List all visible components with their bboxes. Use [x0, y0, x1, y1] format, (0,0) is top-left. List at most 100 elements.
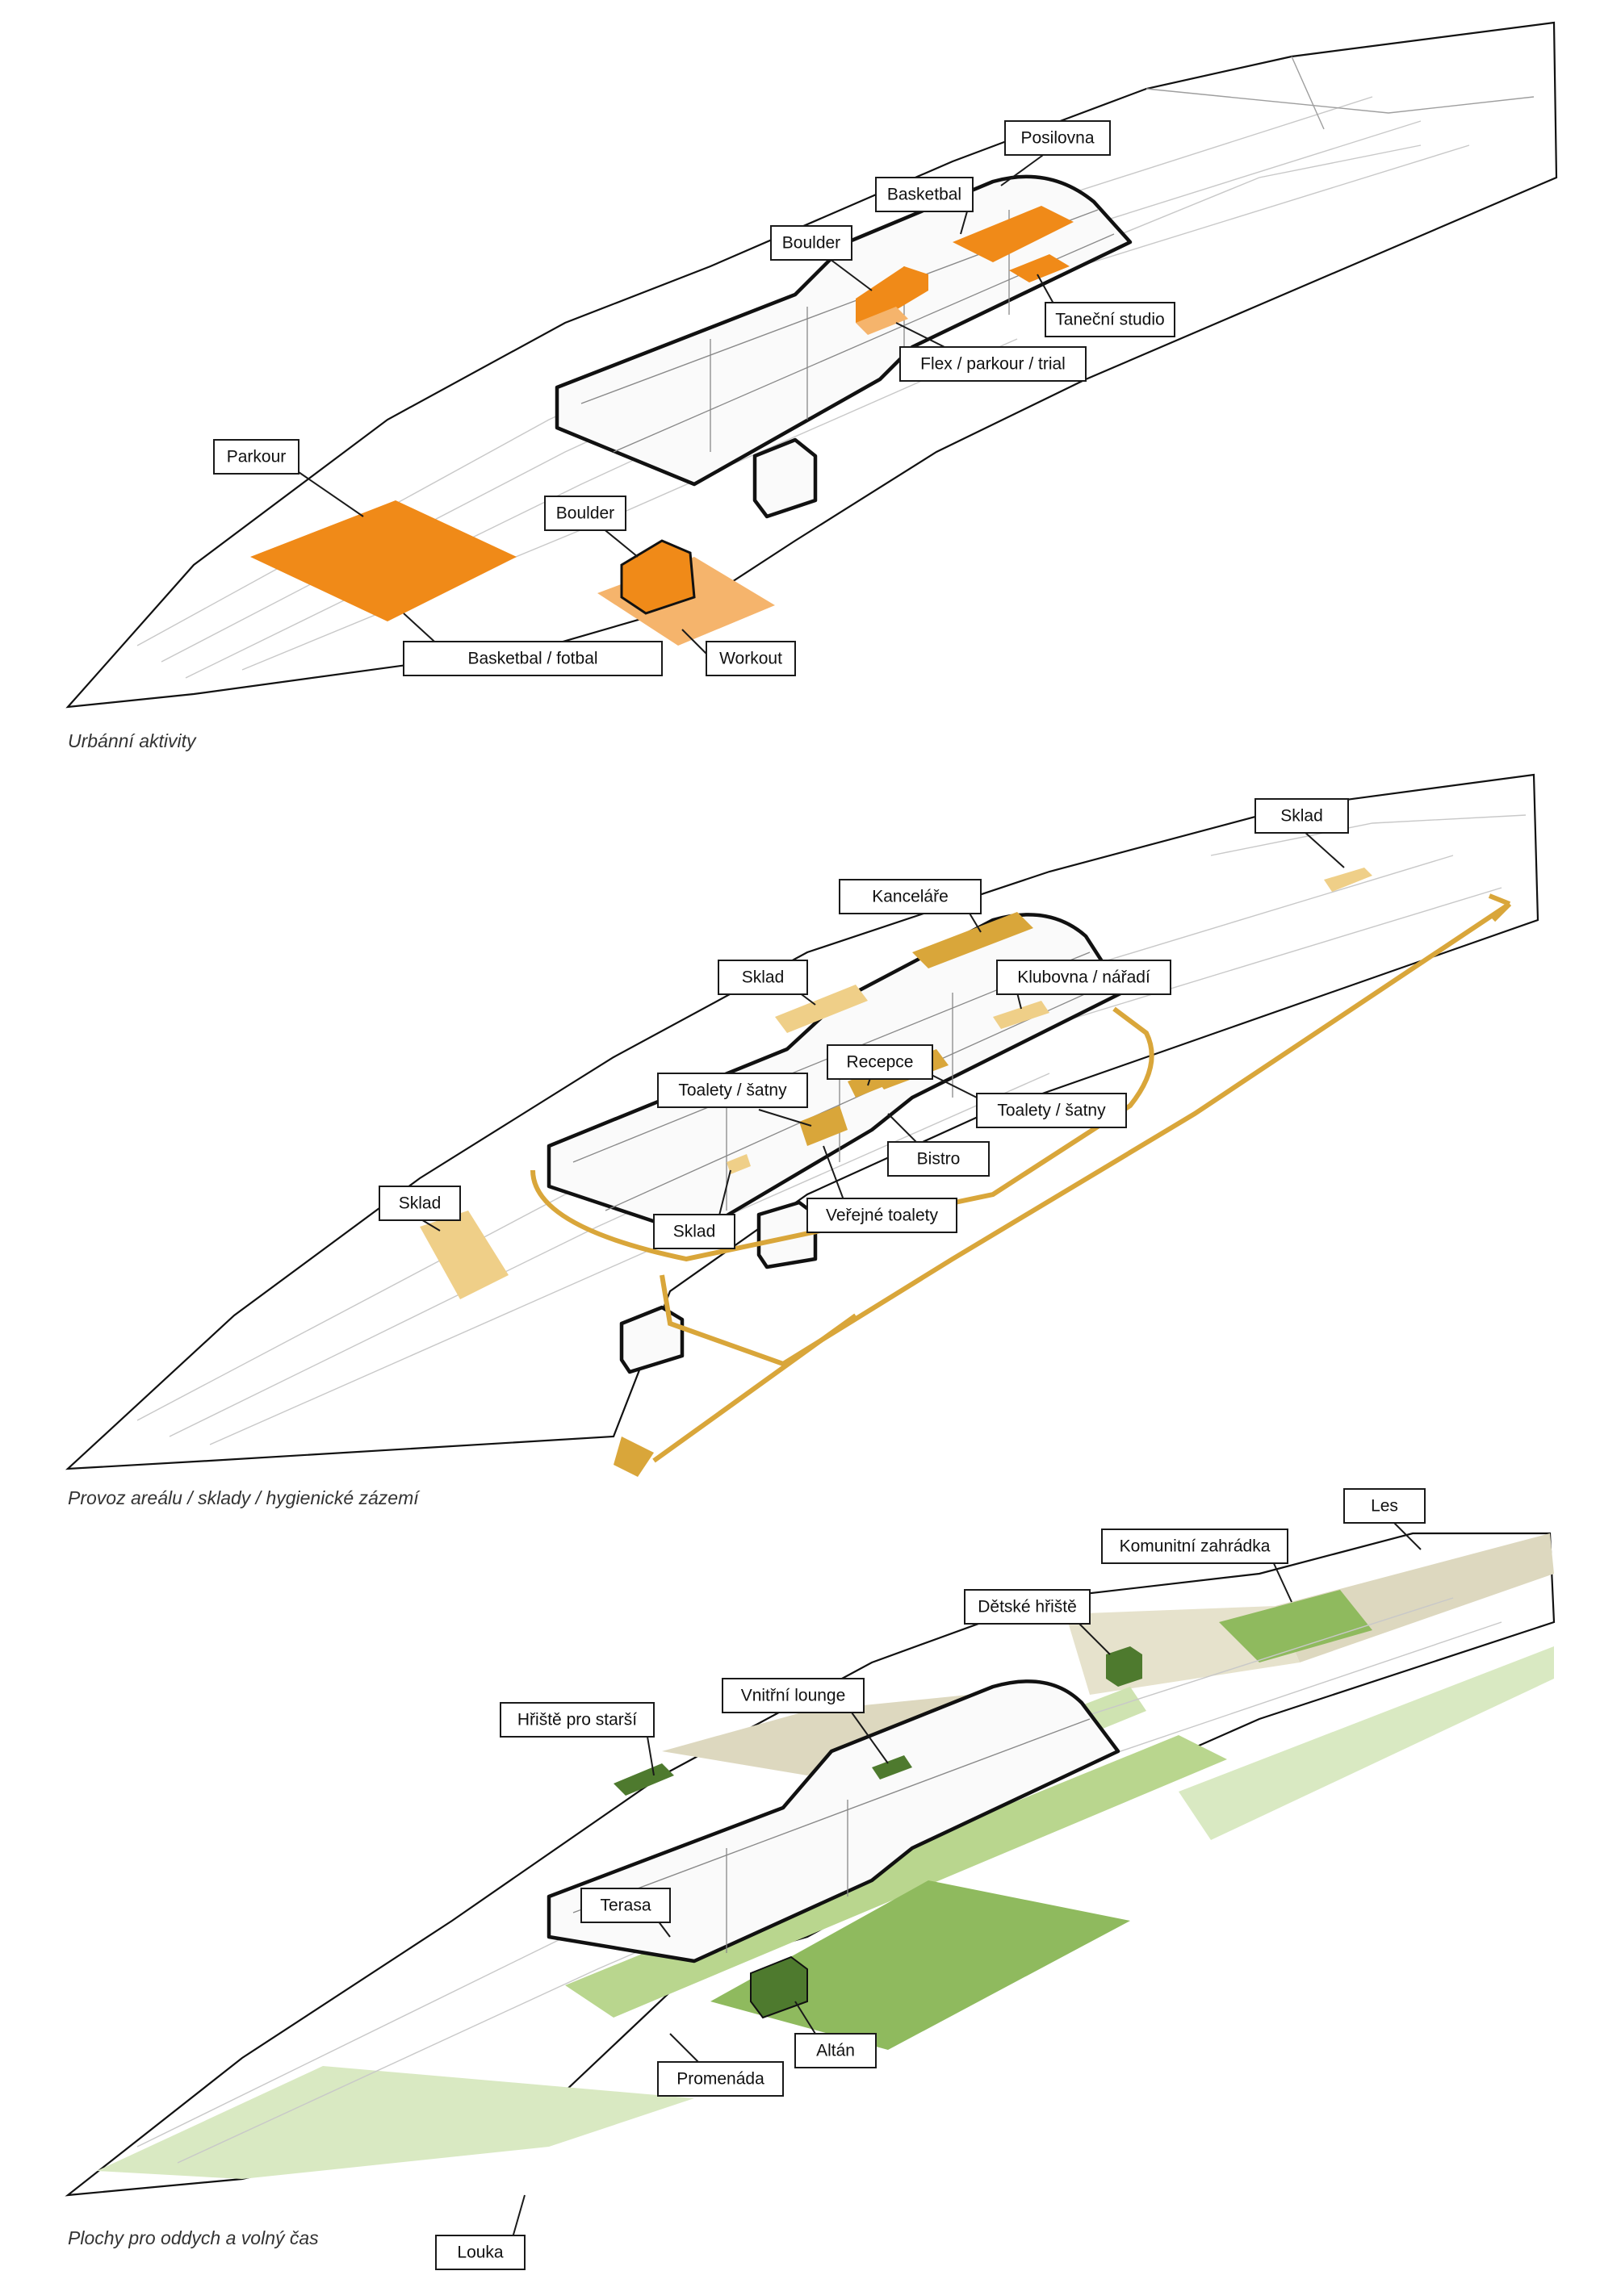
callout-label: Sklad	[653, 1214, 735, 1249]
callout-label: Dětské hřiště	[964, 1589, 1091, 1625]
callout-label: Boulder	[770, 225, 852, 261]
callout-text: Basketbal / fotbal	[467, 650, 597, 668]
callout-text: Recepce	[847, 1053, 914, 1072]
callout-label: Basketbal	[875, 177, 974, 212]
area-klubovna	[993, 1001, 1049, 1029]
callout-label: Promenáda	[657, 2061, 784, 2097]
pavilion-lower	[619, 1305, 685, 1374]
callout-label: Parkour	[213, 439, 299, 475]
pavilion	[756, 1200, 818, 1269]
caption-panel-1: Urbánní aktivity	[68, 730, 196, 751]
area-louka	[97, 2066, 694, 2179]
hall-interior	[572, 1718, 1091, 1953]
callout-box	[500, 1702, 655, 1738]
callout-box	[379, 1186, 461, 1221]
callout-text: Louka	[457, 2244, 504, 2262]
callout-text: Bistro	[917, 1150, 961, 1169]
callout-box	[806, 1198, 957, 1233]
callout-label: Vnitřní lounge	[722, 1678, 865, 1713]
callout-box	[544, 496, 626, 531]
callout-text: Kanceláře	[872, 888, 949, 906]
callout-label: Boulder	[544, 496, 626, 531]
callout-text: Sklad	[1280, 807, 1323, 826]
callout-text: Basketbal	[887, 186, 961, 204]
callout-text: Sklad	[673, 1223, 716, 1241]
callout-box	[899, 346, 1087, 382]
callout-box	[976, 1093, 1127, 1128]
callout-text: Workout	[719, 650, 782, 668]
hriste-starsi-area	[614, 1763, 674, 1796]
callout-label: Louka	[435, 2235, 526, 2270]
callout-box	[996, 960, 1171, 995]
callout-text: Hřiště pro starší	[517, 1711, 637, 1729]
area-tanecni-studio	[1009, 254, 1070, 282]
callout-text: Klubovna / nářadí	[1017, 968, 1150, 987]
area-sklad-small	[727, 1154, 751, 1174]
callout-box	[435, 2235, 526, 2270]
panel-urban-activities	[65, 21, 1558, 709]
caption-panel-3: Plochy pro oddych a volný čas	[68, 2227, 319, 2248]
callout-box	[1254, 798, 1349, 834]
callout-text: Taneční studio	[1055, 311, 1164, 329]
area-flex	[856, 307, 908, 335]
callout-box	[887, 1141, 990, 1177]
callout-label: Toalety / šatny	[657, 1073, 808, 1108]
service-route	[530, 893, 1512, 1477]
callout-text: Boulder	[782, 234, 840, 253]
callout-box	[1343, 1488, 1426, 1524]
area-kancelare	[912, 912, 1033, 968]
main-hall-building	[547, 1679, 1120, 1964]
callout-text: Altán	[816, 2042, 855, 2060]
area-sklad-east	[1324, 868, 1372, 892]
callout-label: Sklad	[379, 1186, 461, 1221]
callout-label: Basketbal / fotbal	[403, 641, 663, 676]
callout-box	[770, 225, 852, 261]
callout-label: Terasa	[580, 1888, 671, 1923]
callout-label: Posilovna	[1004, 120, 1111, 156]
callout-label: Bistro	[887, 1141, 990, 1177]
callout-text: Posilovna	[1020, 129, 1094, 148]
callout-label: Flex / parkour / trial	[899, 346, 1087, 382]
callout-box	[875, 177, 974, 212]
callout-label: Workout	[706, 641, 796, 676]
callout-label: Sklad	[1254, 798, 1349, 834]
callout-box	[1045, 302, 1175, 337]
area-hriste-starsi-bg	[662, 1695, 969, 1775]
callout-text: Terasa	[600, 1897, 651, 1915]
callout-text: Les	[1371, 1497, 1398, 1516]
callout-box	[1004, 120, 1111, 156]
callout-box	[213, 439, 299, 475]
callout-box	[657, 1073, 808, 1108]
callout-box	[657, 2061, 784, 2097]
callout-box	[1101, 1529, 1288, 1564]
callout-label: Klubovna / nářadí	[996, 960, 1171, 995]
area-basketbal-hall	[953, 206, 1074, 262]
callout-text: Promenáda	[676, 2070, 764, 2089]
callout-text: Toalety / šatny	[678, 1081, 787, 1100]
callout-box	[403, 641, 663, 676]
callout-text: Dětské hřiště	[978, 1598, 1077, 1616]
callout-box	[794, 2033, 877, 2068]
panel-operations	[65, 773, 1539, 1477]
area-sklad-hall	[775, 985, 868, 1033]
callout-label: Taneční studio	[1045, 302, 1175, 337]
area-basketbal-fotbal	[250, 500, 517, 621]
caption-panel-2: Provoz areálu / sklady / hygienické záze…	[68, 1487, 419, 1508]
dark-green-features	[614, 1646, 1142, 2019]
area-sklad-west	[420, 1211, 509, 1299]
callout-label: Hřiště pro starší	[500, 1702, 655, 1738]
area-promenada	[565, 1735, 1227, 2018]
callout-box	[653, 1214, 735, 1249]
callout-text: Vnitřní lounge	[741, 1687, 846, 1705]
callout-text: Sklad	[399, 1194, 442, 1213]
callout-box	[580, 1888, 671, 1923]
callout-box	[827, 1044, 933, 1080]
callout-box	[706, 641, 796, 676]
pavilion	[752, 437, 818, 519]
callout-text: Komunitní zahrádka	[1120, 1537, 1271, 1556]
callout-label: Sklad	[718, 960, 808, 995]
orange-activity-areas	[250, 206, 1074, 646]
detske-hriste-structure	[1106, 1646, 1142, 1687]
